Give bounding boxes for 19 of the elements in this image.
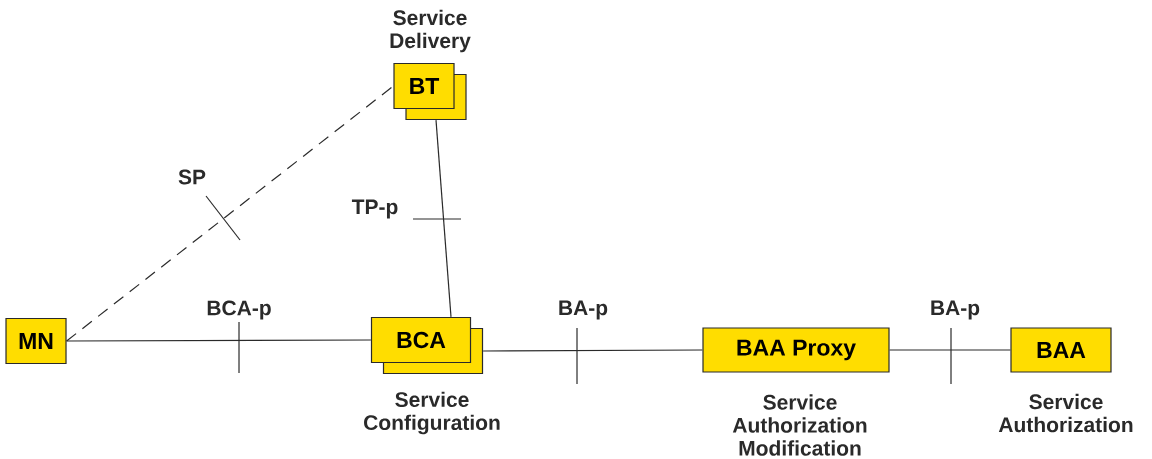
edge-label: TP-p <box>349 197 401 221</box>
box-caption: Service Authorization Modification <box>732 394 867 456</box>
stacked-box: BCA <box>370 316 484 375</box>
edge-label: BCA-p <box>204 298 274 322</box>
box-caption: Service Configuration <box>364 391 500 435</box>
box-caption: Service Delivery <box>390 9 471 53</box>
box-caption: Service Authorization <box>998 393 1133 433</box>
process-box: MN <box>5 317 67 365</box>
edge-label: BA-p <box>927 298 983 322</box>
connector-line <box>482 349 703 352</box>
connector-line <box>435 119 452 318</box>
edge-label: SP <box>176 167 208 187</box>
process-box: BAA Proxy <box>702 327 890 373</box>
stacked-box: BT <box>393 62 467 121</box>
connector-line <box>889 349 1011 351</box>
dashed-line <box>66 85 394 342</box>
edge-label: BA-p <box>555 298 611 322</box>
connector-line <box>66 339 372 342</box>
process-box: BAA <box>1010 327 1112 373</box>
